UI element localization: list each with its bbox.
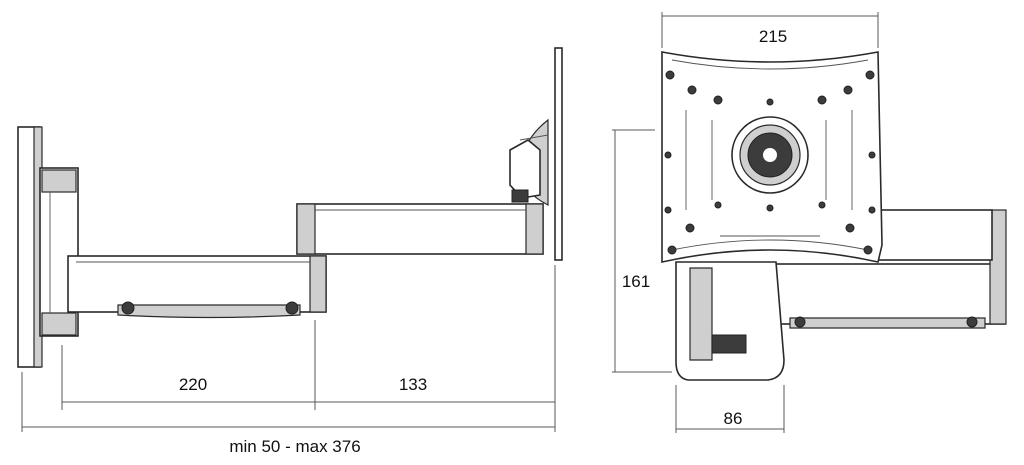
tilt-head (509, 47, 563, 261)
dimension-label-86: 86 (724, 409, 743, 428)
dimension-label-220: 220 (179, 375, 207, 394)
upper-arm (296, 203, 544, 255)
dimension-label-215: 215 (759, 27, 787, 46)
side-view (17, 47, 563, 432)
front-arm (739, 209, 1007, 329)
front-dimension-lines (612, 12, 879, 433)
dimension-label-133: 133 (399, 375, 427, 394)
wall-plate (17, 126, 79, 368)
vesa-plate (661, 51, 883, 263)
front-view (612, 12, 1007, 433)
dimension-label-depth-range: min 50 - max 376 (229, 437, 360, 456)
front-wall-bracket (675, 261, 785, 381)
lower-arm (67, 255, 327, 319)
side-dimension-lines (21, 265, 556, 432)
dimension-label-161: 161 (622, 272, 650, 291)
